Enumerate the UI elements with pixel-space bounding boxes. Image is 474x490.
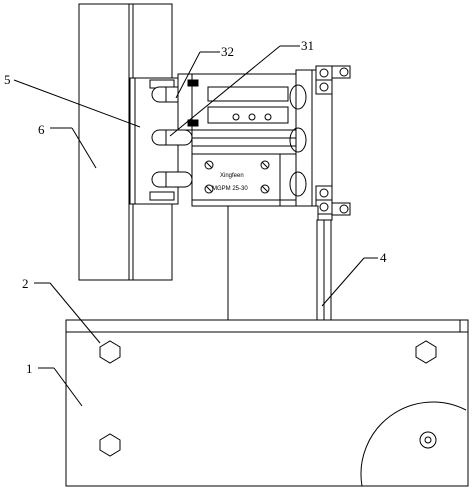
- hex-bolt-icon: [99, 340, 121, 364]
- label-5: 5: [4, 72, 11, 87]
- screw-icon: [204, 160, 214, 170]
- vertical-support-4: [227, 205, 332, 321]
- base-box-1: [65, 319, 469, 487]
- label-32: 32: [221, 44, 234, 59]
- hex-bolt-icon: [415, 340, 437, 364]
- label-1: 1: [26, 361, 33, 376]
- cylinder-model: MGPM 25-30: [212, 186, 248, 192]
- pulley-disc: [360, 401, 467, 487]
- hex-bolt-icon: [99, 433, 121, 457]
- screw-icon: [204, 184, 214, 194]
- mgpm-cylinder: [191, 153, 297, 207]
- leader-lines: [13, 45, 378, 407]
- label-4: 4: [380, 250, 387, 265]
- hex-bolts-2: [99, 340, 437, 457]
- screw-icon: [260, 184, 270, 194]
- label-31: 31: [301, 38, 314, 53]
- slide-rail-31: [191, 129, 297, 155]
- cylinder-brand: Xingfeen: [220, 173, 244, 179]
- screw-icon: [260, 160, 270, 170]
- label-2: 2: [22, 276, 29, 291]
- upper-cylinder-32: [177, 73, 297, 131]
- air-fittings: [315, 65, 351, 216]
- label-6: 6: [38, 122, 45, 137]
